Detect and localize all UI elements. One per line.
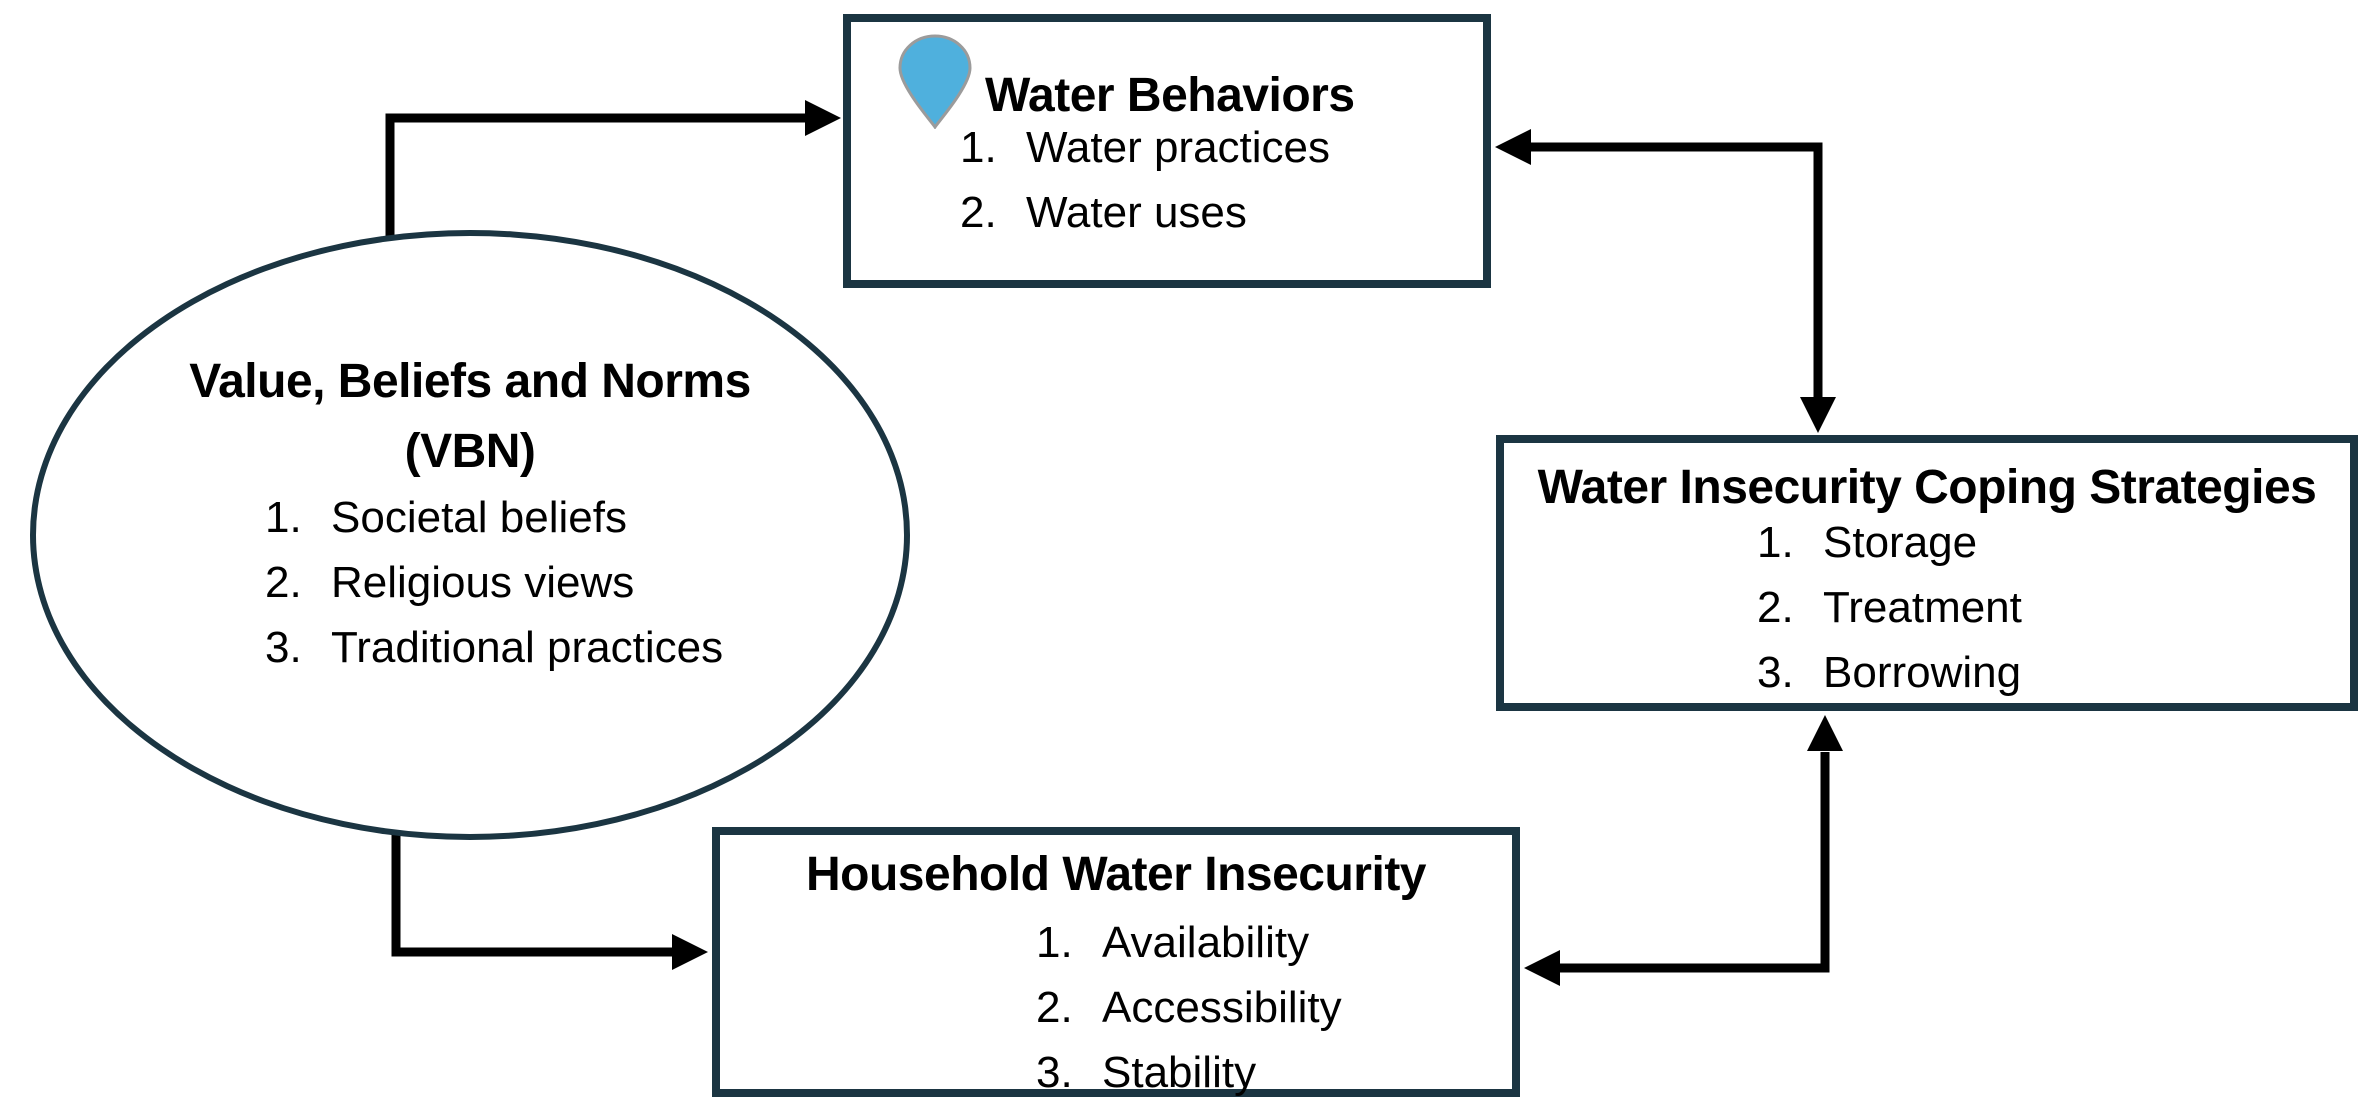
list-item-label: Water practices [1026,122,1331,172]
list-item: 3. Stability [1036,1040,1342,1105]
household-water-insecurity-list: 1. Availability 2. Accessibility 3. Stab… [1036,910,1342,1105]
coping-strategies-list: 1. Storage 2. Treatment 3. Borrowing [1757,510,2022,705]
list-item-label: Religious views [331,557,635,607]
list-item: 1. Water practices [960,115,1330,180]
list-item-label: Availability [1102,917,1310,967]
list-item-label: Stability [1102,1047,1257,1097]
vbn-ellipse: Value, Beliefs and Norms (VBN) 1. Societ… [30,230,910,840]
list-item-label: Borrowing [1823,647,2022,697]
vbn-list: 1. Societal beliefs 2. Religious views 3… [265,485,723,680]
list-item: 2. Water uses [960,180,1330,245]
coping-strategies-title: Water Insecurity Coping Strategies [1537,461,2317,514]
list-item-number: 1. [265,492,302,542]
water-behaviors-list: 1. Water practices 2. Water uses [960,115,1330,245]
coping-strategies-box: Water Insecurity Coping Strategies 1. St… [1496,435,2358,711]
list-item-number: 3. [265,622,302,672]
list-item-number: 1. [1757,517,1794,567]
arrow-household-coping-strategies [1524,715,1843,986]
household-water-insecurity-box: Household Water Insecurity 1. Availabili… [712,827,1520,1097]
list-item-label: Treatment [1823,582,2022,632]
arrow-vbn-to-water-behaviors [385,100,841,242]
list-item: 3. Traditional practices [265,615,723,680]
list-item-number: 2. [1757,582,1794,632]
water-drop-icon [898,34,972,129]
list-item: 2. Accessibility [1036,975,1342,1040]
list-item-label: Societal beliefs [331,492,627,542]
household-water-insecurity-title: Household Water Insecurity [806,848,1427,901]
list-item-label: Accessibility [1102,982,1342,1032]
vbn-title: Value, Beliefs and Norms (VBN) [36,347,904,487]
list-item-number: 2. [265,557,302,607]
list-item-number: 2. [960,187,997,237]
list-item: 2. Religious views [265,550,723,615]
list-item: 1. Availability [1036,910,1342,975]
list-item-label: Storage [1823,517,1978,567]
list-item-number: 2. [1036,982,1073,1032]
list-item: 1. Societal beliefs [265,485,723,550]
water-behaviors-box: Water Behaviors 1. Water practices 2. Wa… [843,14,1491,288]
list-item-number: 1. [960,122,997,172]
list-item-label: Water uses [1026,187,1247,237]
vbn-title-line1: Value, Beliefs and Norms [189,355,751,408]
list-item-number: 3. [1036,1047,1073,1097]
list-item: 3. Borrowing [1757,640,2022,705]
water-behaviors-title: Water Behaviors [985,69,1355,122]
arrow-vbn-to-household [391,828,708,970]
list-item: 1. Storage [1757,510,2022,575]
list-item: 2. Treatment [1757,575,2022,640]
arrow-water-behaviors-coping-strategies [1495,129,1836,433]
list-item-number: 1. [1036,917,1073,967]
list-item-number: 3. [1757,647,1794,697]
list-item-label: Traditional practices [331,622,724,672]
vbn-title-line2: (VBN) [404,425,536,478]
